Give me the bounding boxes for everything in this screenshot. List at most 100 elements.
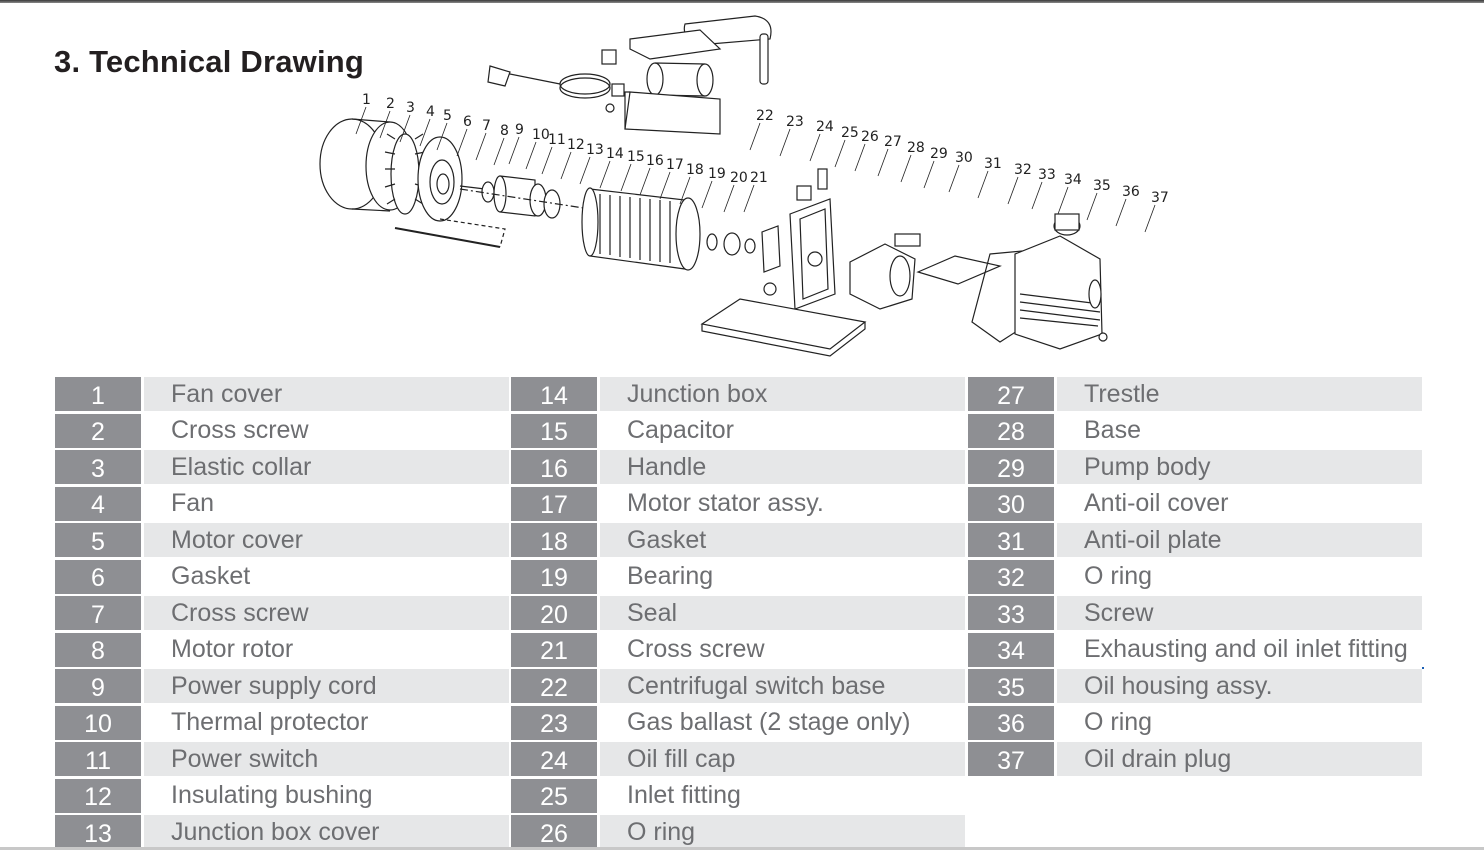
part-number: 36 [968, 705, 1054, 740]
part-name: Trestle [1057, 377, 1422, 411]
callout-label: 27 [884, 134, 902, 150]
callout-label: 33 [1038, 167, 1056, 183]
part-number: 4 [55, 486, 141, 521]
callout-leader-line [723, 184, 735, 213]
part-number: 14 [511, 377, 597, 411]
part-number: 37 [968, 742, 1054, 776]
part-number: 9 [55, 669, 141, 703]
callout-leader-line [679, 176, 691, 205]
callout-leader-line [355, 106, 367, 135]
callout-leader-line [977, 170, 989, 199]
part-number: 19 [511, 559, 597, 594]
part-number: 17 [511, 486, 597, 521]
callout-label: 37 [1151, 190, 1169, 206]
callout-leader-line [1144, 204, 1156, 233]
callout-label: 22 [756, 108, 774, 124]
part-name: Power supply cord [144, 669, 509, 703]
callout-label: 30 [955, 150, 973, 166]
part-name: Capacitor [600, 413, 965, 448]
callout-leader-line [436, 122, 448, 151]
callout-label: 35 [1093, 178, 1111, 194]
callout-label: 18 [686, 162, 704, 178]
page-title: 3. Technical Drawing [54, 44, 365, 79]
part-number: 16 [511, 450, 597, 484]
part-name: Oil drain plug [1057, 742, 1422, 776]
callout-label: 23 [786, 114, 804, 130]
callout-label: 31 [984, 156, 1002, 172]
callout-label: 12 [567, 137, 585, 153]
part-name: Fan [144, 486, 509, 521]
part-number: 6 [55, 559, 141, 594]
callout-leader-line [399, 114, 411, 143]
part-name: Fan cover [144, 377, 509, 411]
callout-leader-line [1007, 176, 1019, 205]
stray-mark [1422, 667, 1424, 669]
callout-label: 11 [548, 132, 566, 148]
callout-leader-line [379, 110, 391, 139]
callout-label: 14 [606, 146, 624, 162]
part-name: O ring [600, 815, 965, 849]
top-border [0, 0, 1484, 3]
callout-leader-line [779, 128, 791, 157]
callout-label: 9 [515, 122, 524, 138]
callout-label: 21 [750, 170, 768, 186]
callout-leader-line [1057, 186, 1069, 215]
part-number: 22 [511, 669, 597, 703]
part-name: Handle [600, 450, 965, 484]
part-number: 24 [511, 742, 597, 776]
callout-leader-line [1031, 181, 1043, 210]
callout-label: 1 [362, 92, 371, 108]
callout-leader-line [599, 160, 611, 189]
part-name: Anti-oil plate [1057, 523, 1422, 557]
callout-leader-line [743, 184, 755, 213]
part-name: Gasket [600, 523, 965, 557]
callout-leader-line [1086, 192, 1098, 221]
callout-leader-line [620, 163, 632, 192]
bottom-border [0, 847, 1484, 850]
part-name: Gas ballast (2 stage only) [600, 705, 965, 740]
part-number: 18 [511, 523, 597, 557]
part-number: 32 [968, 559, 1054, 594]
callout-label: 10 [532, 127, 550, 143]
part-number: 26 [511, 815, 597, 849]
part-name: Gasket [144, 559, 509, 594]
part-motor-stator [581, 187, 701, 271]
callout-leader-line [508, 136, 520, 165]
part-number: 20 [511, 596, 597, 630]
part-number: 2 [55, 413, 141, 448]
part-name: Oil housing assy. [1057, 669, 1422, 703]
part-number: 12 [55, 778, 141, 813]
part-name: Cross screw [600, 632, 965, 667]
callout-leader-line [475, 132, 487, 161]
callout-label: 6 [463, 114, 472, 130]
callout-label: 20 [730, 170, 748, 186]
part-name: Elastic collar [144, 450, 509, 484]
part-number: 27 [968, 377, 1054, 411]
part-name: Thermal protector [144, 705, 509, 740]
callout-leader-line [456, 128, 468, 157]
callout-leader-line [659, 171, 671, 200]
part-power-cord [487, 65, 611, 99]
callout-leader-line [560, 151, 572, 180]
part-name: O ring [1057, 559, 1422, 594]
callout-leader-line [525, 141, 537, 170]
